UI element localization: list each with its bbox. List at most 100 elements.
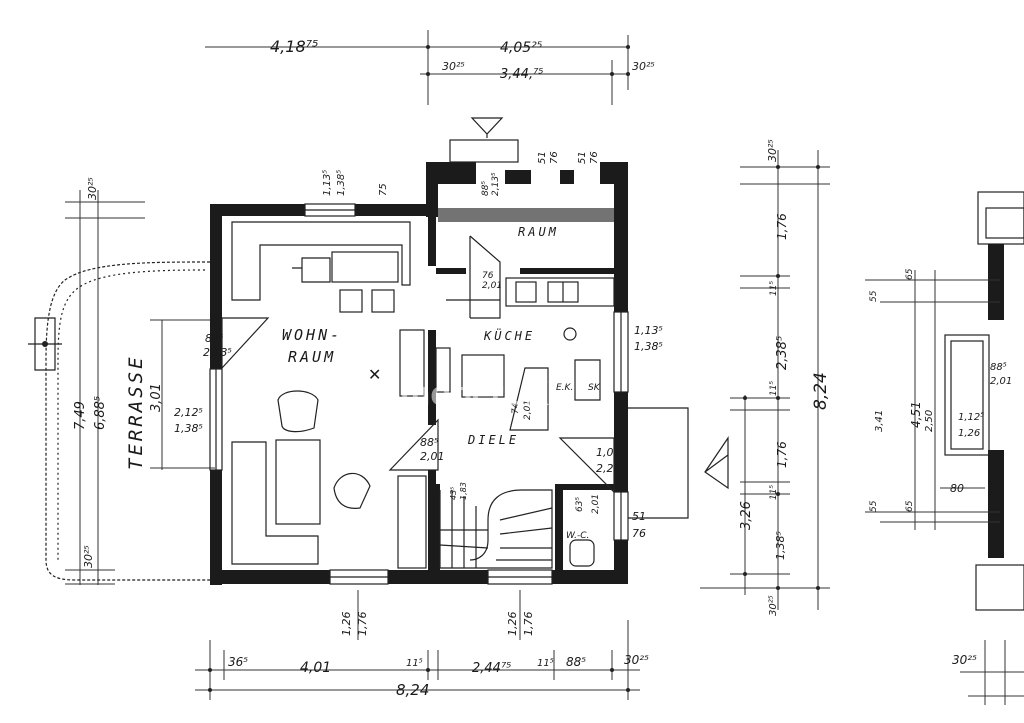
dim-bottom-right-wall: 30²⁵ bbox=[624, 653, 649, 667]
windows bbox=[209, 139, 629, 585]
dim-wohn-win-a: 2,12⁵ bbox=[174, 406, 203, 419]
orientation-marker-top bbox=[470, 117, 504, 138]
frag-d3: 3,41 bbox=[874, 410, 885, 432]
dim-right-diele-depth: 1,76 bbox=[775, 441, 789, 468]
dim-wohn-win-b: 1,38⁵ bbox=[174, 422, 203, 435]
door-swings bbox=[221, 317, 689, 567]
dim-window-left-a: 1,26 bbox=[340, 612, 353, 637]
dim-raum-win-b: 76 bbox=[549, 151, 560, 164]
dim-kueche-door-b: 2,01 bbox=[482, 281, 502, 291]
dim-left-top-wall: 30²⁵ bbox=[86, 177, 99, 200]
dim-raum-win-c: 51 bbox=[577, 151, 588, 164]
terrace-outline-inner bbox=[57, 269, 206, 560]
frag-d11: 65 bbox=[905, 500, 915, 512]
dim-stair-b: 1,83 bbox=[459, 482, 468, 500]
left-dimension-lines bbox=[65, 190, 215, 585]
staircase bbox=[439, 489, 553, 569]
orientation-marker-right bbox=[704, 436, 729, 490]
frag-d9: 2,01 bbox=[990, 376, 1012, 387]
interior-walls bbox=[428, 216, 614, 574]
room-label-wc: W.-C. bbox=[566, 531, 589, 541]
dim-diele-door-a: 88⁵ bbox=[420, 436, 438, 449]
dim-right-raum-depth: 1,76 bbox=[775, 213, 789, 240]
dim-top-wall-right: 30²⁵ bbox=[632, 60, 655, 73]
dim-window-top-b: 1,38⁵ bbox=[336, 170, 347, 196]
dim-right-wall-115b: 11⁵ bbox=[769, 381, 779, 396]
bottom-dimension-lines bbox=[195, 590, 640, 700]
dim-kueche-win-a: 1,13⁵ bbox=[634, 324, 663, 337]
dim-bottom-right-room: 2,44⁷⁵ bbox=[472, 661, 511, 676]
dim-raum-small-b: 2,13⁵ bbox=[491, 172, 501, 196]
room-label-kueche: KÜCHE bbox=[483, 327, 535, 343]
watermark: moberLK bbox=[400, 375, 550, 413]
dim-right-stair-depth: 3,26 bbox=[739, 501, 754, 530]
terrace-outline bbox=[45, 261, 211, 581]
dim-diele-door2-b: 2,01 bbox=[523, 400, 533, 420]
dim-diele-door2-a: 74 bbox=[511, 402, 521, 414]
dim-diele-door-b: 2,01 bbox=[420, 450, 445, 463]
dim-left-bottom-wall: 30²⁵ bbox=[82, 545, 95, 568]
dim-terrace-depth: 3,01 bbox=[149, 383, 164, 412]
frag-d12: 80 bbox=[950, 482, 964, 495]
exterior-walls bbox=[210, 162, 628, 585]
dim-window-right-b: 1,76 bbox=[522, 612, 535, 637]
dim-wc-small-b: 2,01 bbox=[591, 494, 601, 514]
dim-raum-small-a: 88⁵ bbox=[481, 181, 491, 196]
raum-hatched-strip bbox=[438, 208, 614, 222]
dim-bottom-inner-wall2: 11⁵ bbox=[537, 658, 554, 669]
dim-window-top-a: 1,13⁵ bbox=[322, 170, 333, 196]
dim-wc-win-a: 51 bbox=[632, 510, 646, 523]
dim-right-top-wall: 30²⁵ bbox=[766, 139, 779, 162]
dim-raum-win-d: 76 bbox=[589, 151, 600, 164]
dim-window-right-a: 1,26 bbox=[506, 612, 519, 637]
label-sk: SK bbox=[588, 383, 601, 393]
dim-left-total-b: 6,88⁵ bbox=[93, 396, 108, 430]
dim-left-total-a: 7,49 bbox=[73, 401, 88, 430]
tv-cross: ✕ bbox=[368, 365, 381, 384]
dim-wc-small-a: 63⁵ bbox=[575, 497, 585, 512]
room-label-wohnraum-1: WOHN- bbox=[282, 326, 342, 344]
dim-wc-door-a: 1,01 bbox=[596, 446, 621, 459]
dim-top-wall-left: 30²⁵ bbox=[442, 60, 465, 73]
room-label-terrasse: TERRASSE bbox=[125, 354, 147, 470]
dim-window-left-b: 1,76 bbox=[356, 612, 369, 637]
room-label-diele: DIELE bbox=[467, 433, 519, 447]
dim-right-wall-115c: 11⁵ bbox=[769, 485, 779, 500]
dim-top-left-width: 4,18⁷⁵ bbox=[270, 37, 318, 56]
room-label-raum: RAUM bbox=[518, 225, 559, 239]
dim-top-inner-width: 3,44,⁷⁵ bbox=[500, 67, 544, 82]
frag-d7: 1,26 bbox=[958, 428, 980, 439]
dim-right-wall-115a: 11⁵ bbox=[769, 281, 779, 296]
dim-right-total: 8,24 bbox=[811, 372, 831, 410]
dim-wc-win-b: 76 bbox=[632, 527, 646, 540]
dim-window-wall: 75 bbox=[378, 183, 389, 196]
frag-d10: 55 bbox=[869, 500, 879, 512]
dim-bottom-left-wall: 36⁵ bbox=[228, 655, 248, 669]
label-ek: E.K. bbox=[556, 383, 573, 393]
frag-d1: 65 bbox=[905, 268, 915, 280]
dim-kueche-win-b: 1,38⁵ bbox=[634, 340, 663, 353]
dim-bottom-total: 8,24 bbox=[396, 681, 429, 699]
dim-stair-a: 43⁵ bbox=[449, 487, 458, 500]
frag-d8: 88⁵ bbox=[990, 362, 1007, 373]
frag-d2: 55 bbox=[869, 290, 879, 302]
room-label-wohnraum-2: RAUM bbox=[288, 348, 336, 366]
wohnraum-furniture bbox=[231, 221, 505, 569]
dim-wc-door-b: 2,26 bbox=[596, 462, 621, 475]
adjacent-plan-fragment bbox=[865, 191, 1024, 705]
dim-wohn-door-b: 2,13⁵ bbox=[203, 346, 232, 359]
dim-wohn-door-a: 88⁵ bbox=[205, 332, 223, 345]
frag-d13: 30²⁵ bbox=[952, 653, 977, 667]
right-dimension-lines bbox=[700, 150, 830, 610]
frag-d4: 4,51 bbox=[909, 401, 923, 428]
dim-bottom-door: 88⁵ bbox=[566, 655, 586, 669]
frag-d5: 2,50 bbox=[924, 410, 935, 432]
dim-right-wc-depth: 1,38⁵ bbox=[774, 531, 787, 560]
dim-bottom-inner-wall1: 11⁵ bbox=[406, 658, 423, 669]
dim-right-bottom-wall: 30²⁵ bbox=[768, 595, 779, 616]
dim-right-kueche-depth: 2,38⁵ bbox=[775, 336, 790, 370]
dim-top-right-width: 4,05²⁵ bbox=[500, 40, 543, 56]
kitchen-fixtures bbox=[446, 235, 615, 341]
frag-d6: 1,12⁵ bbox=[958, 412, 984, 423]
